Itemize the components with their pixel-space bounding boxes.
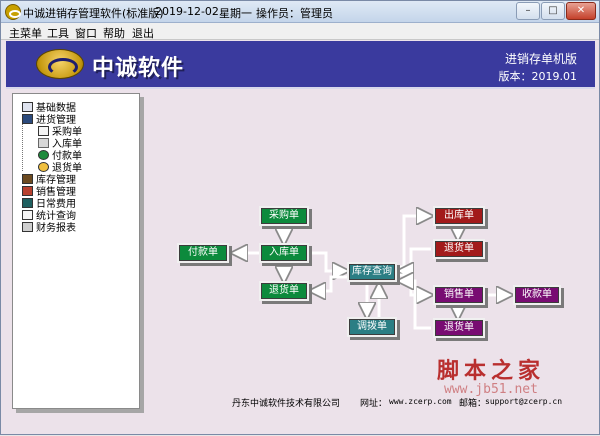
inbound-order-button[interactable]: 入库单: [259, 243, 309, 263]
tree-item-label: 财务报表: [36, 223, 76, 234]
edition-label: 进销存单机版: [504, 52, 577, 66]
tree-item-statistics-query[interactable]: 统计查询: [22, 210, 76, 222]
email-label: 邮箱：: [459, 399, 487, 409]
purchase-order-button[interactable]: 采购单: [259, 206, 309, 226]
tree-item-label: 退货单: [52, 163, 82, 174]
tree-item-inventory-management[interactable]: 库存管理: [22, 174, 76, 186]
watermark-text: 脚本之家: [437, 359, 546, 384]
website-link[interactable]: www.zcerp.com: [389, 397, 452, 406]
sales-order-button[interactable]: 销售单: [433, 285, 485, 305]
menu-exit[interactable]: 退出: [132, 27, 154, 40]
payment-order-button[interactable]: 付款单: [177, 243, 229, 263]
tree-item-label: 统计查询: [36, 211, 76, 222]
company-name: 丹东中诚软件技术有限公司: [232, 399, 341, 409]
return-icon: [38, 162, 49, 172]
database-icon: [22, 102, 33, 112]
arrow-inbound-to-stock: [309, 251, 347, 271]
tree-connector: [22, 119, 23, 171]
close-button[interactable]: ✕: [566, 2, 596, 20]
purchase-return-button[interactable]: 退货单: [259, 281, 309, 301]
receipt-order-button[interactable]: 收款单: [513, 285, 561, 305]
tree-item-purchase-order[interactable]: 采购单: [38, 126, 82, 138]
warehouse-icon: [22, 174, 33, 184]
navigation-tree: 基础数据 进货管理 采购单 入库单 付款单 退货单 库存管理 销售管理 日常费用…: [12, 93, 140, 409]
arrow-stock-to-return: [311, 275, 347, 291]
sales-return-button[interactable]: 退货单: [433, 318, 485, 338]
current-date: 2019-12-02: [155, 5, 219, 18]
menu-main[interactable]: 主菜单: [9, 27, 42, 40]
tree-item-label: 入库单: [52, 139, 82, 150]
outbound-return-button[interactable]: 退货单: [433, 239, 485, 259]
tree-item-purchase-management[interactable]: 进货管理: [22, 114, 76, 126]
tree-item-label: 进货管理: [36, 115, 76, 126]
version-label: 版本：2019.01: [498, 70, 578, 83]
current-weekday: 星期一: [219, 7, 252, 20]
menu-tools[interactable]: 工具: [47, 27, 69, 40]
maximize-button[interactable]: □: [541, 2, 565, 20]
tree-item-financial-reports[interactable]: 财务报表: [22, 222, 76, 234]
arrow-stock-to-outbound: [397, 216, 431, 269]
statistics-icon: [22, 210, 33, 220]
tree-item-label: 采购单: [52, 127, 82, 138]
app-logo-icon: [5, 4, 21, 20]
tree-item-label: 日常费用: [36, 199, 76, 210]
tree-item-daily-expenses[interactable]: 日常费用: [22, 198, 76, 210]
tree-item-label: 库存管理: [36, 175, 76, 186]
tree-item-label: 付款单: [52, 151, 82, 162]
arrow-salesreturn-to-stock: [399, 281, 431, 330]
order-icon: [38, 126, 49, 136]
payment-icon: [38, 150, 49, 160]
tree-item-inbound-order[interactable]: 入库单: [38, 138, 82, 150]
stock-query-button[interactable]: 库存查询: [347, 262, 397, 282]
logo-text: 中诚软件: [92, 56, 185, 81]
title-bar[interactable]: 中诚进销存管理软件(标准版) 2019-12-02 星期一 操作员：管理员 – …: [1, 1, 599, 23]
company-logo-icon: [36, 49, 84, 79]
outbound-order-button[interactable]: 出库单: [433, 206, 485, 226]
expense-icon: [22, 198, 33, 208]
operator-label: 操作员：管理员: [256, 7, 333, 20]
sales-icon: [22, 186, 33, 196]
window-title: 中诚进销存管理软件(标准版): [23, 7, 164, 20]
arrow-return-to-stock: [399, 247, 431, 271]
report-icon: [22, 222, 33, 232]
tree-item-return-order[interactable]: 退货单: [38, 162, 82, 174]
website-label: 网址：: [360, 399, 388, 409]
watermark-url: www.jb51.net: [444, 382, 538, 397]
tree-item-label: 销售管理: [36, 187, 76, 198]
tree-item-basic-data[interactable]: 基础数据: [22, 102, 76, 114]
menu-window[interactable]: 窗口: [75, 27, 97, 40]
minimize-button[interactable]: –: [516, 2, 540, 20]
purchase-icon: [22, 114, 33, 124]
header-banner: 中诚软件 进销存单机版 版本：2019.01: [6, 41, 595, 89]
menu-help[interactable]: 帮助: [103, 27, 125, 40]
inbound-icon: [38, 138, 49, 148]
email-link[interactable]: support@zcerp.cn: [485, 397, 563, 406]
tree-item-label: 基础数据: [36, 103, 76, 114]
menu-bar: 主菜单 工具 窗口 帮助 退出: [1, 23, 599, 40]
tree-item-payment-order[interactable]: 付款单: [38, 150, 82, 162]
transfer-order-button[interactable]: 调拨单: [347, 317, 397, 337]
tree-item-sales-management[interactable]: 销售管理: [22, 186, 76, 198]
